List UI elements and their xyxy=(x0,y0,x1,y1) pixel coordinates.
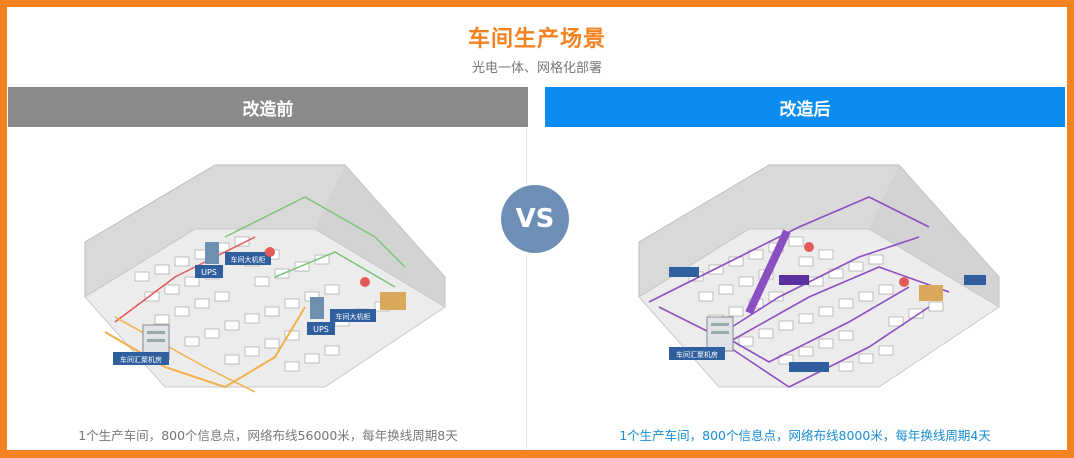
caption-before: 1个生产车间，800个信息点，网络布线56000米，每年换线周期8天 xyxy=(78,428,458,443)
tag-cabinet-2: 车间大机柜 xyxy=(336,312,371,321)
page-subtitle: 光电一体、网格化部署 xyxy=(471,61,602,76)
workshop-illustration-before: UPS 车间大机柜 UPS 车间大机柜 车间汇聚机房 xyxy=(84,164,446,393)
tag-server-room-before: 车间汇聚机房 xyxy=(120,355,162,364)
caption-after: 1个生产车间，800个信息点，网络布线8000米，每年换线周期4天 xyxy=(619,428,991,443)
workshop-illustration-after: 车间汇聚机房 xyxy=(638,164,1000,388)
tag-server-room-after: 车间汇聚机房 xyxy=(676,350,718,359)
page-title: 车间生产场景 xyxy=(467,27,606,52)
panel-header-after: 改造后 xyxy=(545,87,1065,127)
tag-ups-1: UPS xyxy=(201,268,217,277)
tag-cabinet-1: 车间大机柜 xyxy=(231,255,266,264)
tag-ups-2: UPS xyxy=(313,325,329,334)
panel-divider xyxy=(526,127,527,449)
panel-header-before: 改造前 xyxy=(8,87,528,127)
vs-badge: VS xyxy=(501,185,569,253)
